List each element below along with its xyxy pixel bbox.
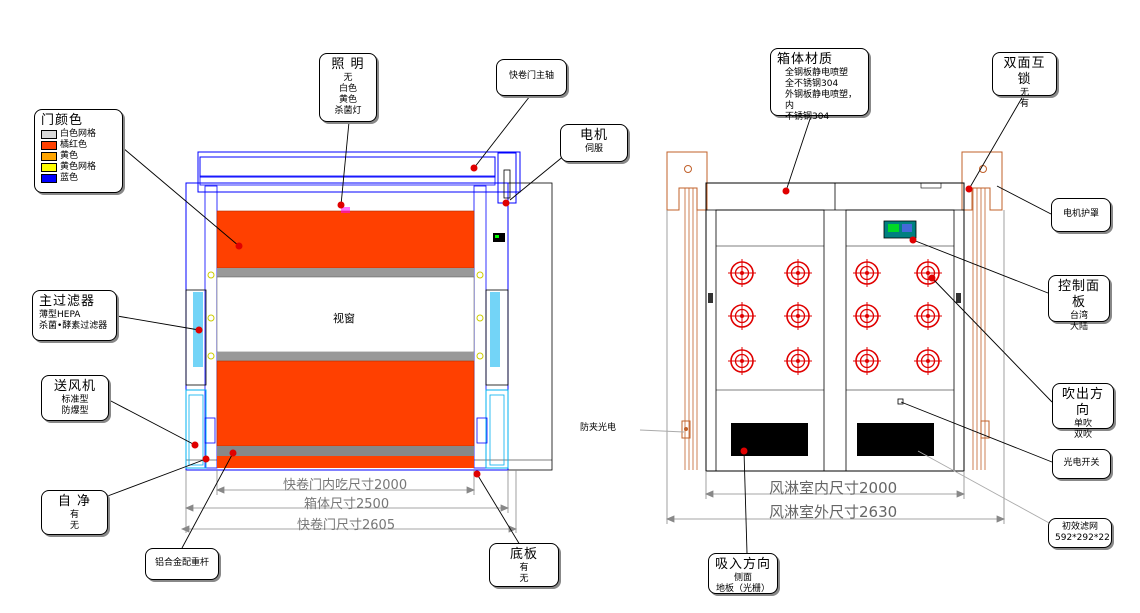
self-clean-opt: 无 [69, 521, 79, 531]
fan-title: 送风机 [53, 379, 96, 394]
left-leader-lines [96, 95, 566, 549]
suction-callout: 吸入方向 侧面 地板（光栅） [708, 553, 778, 594]
control-panel-opt: 大陆 [1069, 322, 1088, 332]
control-panel-callout: 控制面板 台湾 大陆 [1048, 275, 1110, 332]
control-panel-title: 控制面板 [1057, 279, 1100, 310]
door-color-title: 门颜色 [41, 113, 84, 128]
blow-direction-callout: 吹出方向 单吹 双吹 [1052, 383, 1114, 440]
right-anchor-dots [740, 185, 973, 455]
motor-guard-title: 电机护罩 [1062, 209, 1099, 219]
dim-door-width: 快卷门尺寸2605 [297, 518, 396, 533]
motor-title: 电机 [579, 128, 608, 143]
material-opt: 外钢板静电喷塑，内 [785, 90, 858, 111]
swatch-icon [41, 163, 57, 172]
material-opt: 全不锈钢304 [785, 79, 839, 89]
self-clean-callout: 自 净 有 无 [41, 490, 108, 535]
fan-callout: 送风机 标准型 防爆型 [41, 375, 109, 421]
blow-direction-opt: 单吹 [1073, 419, 1092, 429]
swatch-icon [41, 141, 57, 150]
door-color-item: 黄色网格 [41, 162, 116, 173]
blow-direction-opt: 双吹 [1073, 430, 1092, 440]
door-color-item: 橘红色 [41, 140, 116, 151]
lighting-callout: 照 明 无 白色 黄色 杀菌灯 [319, 53, 377, 122]
motor-callout: 电机 伺服 [560, 124, 628, 162]
floor-opt: 有 [519, 563, 529, 573]
floor-opt: 无 [519, 574, 529, 584]
anti-pinch-label: 防夹光电 [580, 423, 617, 433]
swatch-icon [41, 174, 57, 183]
motor-opt: 伺服 [584, 144, 603, 154]
self-clean-opt: 有 [69, 510, 79, 520]
door-color-item: 白色网格 [41, 129, 116, 140]
door-color-item: 蓝色 [41, 173, 116, 184]
door-color-label: 蓝色 [60, 173, 79, 183]
material-callout: 箱体材质 全钢板静电喷塑 全不锈钢304 外钢板静电喷塑，内 不锈钢304 [770, 48, 869, 122]
main-filter-opt: 杀菌•酵素过滤器 [39, 321, 108, 331]
right-leader-lines [639, 95, 1053, 554]
floor-callout: 底板 有 无 [489, 543, 559, 587]
right-dimension-lines [665, 210, 1006, 524]
door-color-item: 黄色 [41, 151, 116, 162]
dim-shower-outer: 风淋室外尺寸2630 [769, 503, 898, 521]
main-shaft-title: 快卷门主轴 [508, 71, 554, 81]
fan-opt: 防爆型 [61, 406, 89, 416]
lighting-opt: 白色 [338, 84, 357, 94]
floor-title: 底板 [509, 547, 538, 562]
photo-switch-title: 光电开关 [1063, 458, 1100, 468]
main-filter-opt: 薄型HEPA [39, 310, 81, 320]
left-anchor-dots [191, 164, 510, 478]
counterweight-callout: 铝合金配重杆 [145, 548, 219, 580]
fan-opt: 标准型 [61, 395, 89, 405]
motor-guard-callout: 电机护罩 [1051, 198, 1111, 232]
suction-title: 吸入方向 [715, 557, 772, 572]
suction-opt: 地板（光栅） [715, 584, 770, 594]
dim-shower-inner: 风淋室内尺寸2000 [769, 479, 898, 497]
air-shower-front-view [666, 151, 1003, 472]
door-color-label: 橘红色 [60, 140, 88, 150]
swatch-icon [41, 130, 57, 139]
lighting-opt: 杀菌灯 [334, 106, 362, 116]
door-color-label: 黄色 [60, 151, 79, 161]
lighting-opt: 无 [343, 73, 353, 83]
door-color-label: 黄色网格 [60, 162, 97, 172]
photo-switch-callout: 光电开关 [1052, 449, 1111, 479]
main-filter-title: 主过滤器 [39, 294, 96, 309]
door-color-callout: 门颜色 白色网格 橘红色 黄色 黄色网格 蓝色 [34, 109, 123, 193]
prefilter-callout: 初效滤网 592*292*22 [1048, 518, 1112, 548]
interlock-title: 双面互锁 [1003, 56, 1046, 87]
control-panel-opt: 台湾 [1069, 311, 1088, 321]
nozzles [727, 258, 943, 376]
light-fixture-icon [341, 207, 350, 213]
interlock-callout: 双面互锁 无 有 [992, 52, 1057, 109]
window-label: 视窗 [333, 312, 355, 325]
main-shaft-callout: 快卷门主轴 [496, 59, 567, 96]
interlock-opt: 有 [1019, 99, 1029, 109]
material-title: 箱体材质 [777, 52, 834, 67]
roller-door-front-view [185, 151, 553, 471]
main-filter-callout: 主过滤器 薄型HEPA 杀菌•酵素过滤器 [32, 290, 117, 341]
suction-opt: 侧面 [733, 573, 752, 583]
left-dimension-lines [180, 470, 518, 533]
prefilter-opt: 592*292*22 [1055, 533, 1110, 543]
dim-box-width: 箱体尺寸2500 [304, 497, 390, 512]
prefilter-title: 初效滤网 [1061, 522, 1098, 532]
swatch-icon [41, 152, 57, 161]
door-color-label: 白色网格 [60, 129, 97, 139]
counterweight-title: 铝合金配重杆 [154, 558, 209, 568]
material-opt: 不锈钢304 [785, 112, 830, 122]
material-opt: 全钢板静电喷塑 [785, 68, 849, 78]
right-intake-grille [857, 423, 934, 456]
dim-door-clear-width: 快卷门内吃尺寸2000 [283, 478, 408, 493]
self-clean-title: 自 净 [57, 494, 92, 509]
blow-direction-title: 吹出方向 [1061, 387, 1104, 418]
lighting-title: 照 明 [331, 57, 365, 72]
interlock-opt: 无 [1019, 88, 1029, 98]
lighting-opt: 黄色 [338, 95, 357, 105]
